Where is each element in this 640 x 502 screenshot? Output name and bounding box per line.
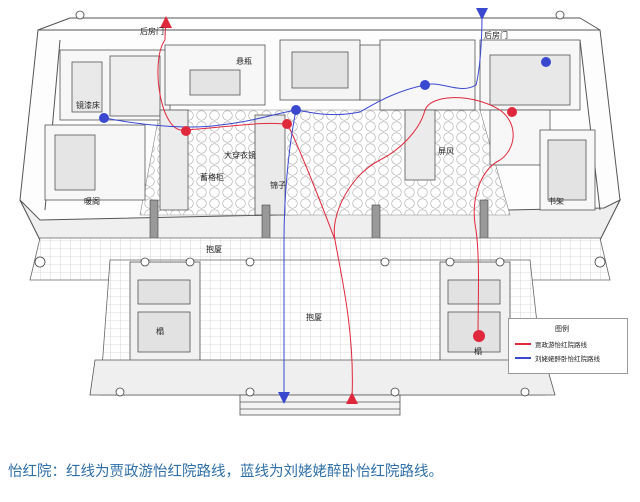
red-swatch xyxy=(515,343,531,345)
interior-floor xyxy=(139,109,511,216)
right-wing xyxy=(439,261,511,363)
legend-red-row: 贾政游怡红院路线 xyxy=(515,339,587,349)
label-bookcase: 书架 xyxy=(548,197,564,206)
label-kang-left: 榻 xyxy=(156,327,164,336)
label-jingzi: 锦子 xyxy=(270,181,286,190)
label-warm-room: 暖阁 xyxy=(84,197,100,206)
legend-title: 图例 xyxy=(555,325,569,333)
blue-markers xyxy=(99,8,551,404)
legend-blue-label: 刘姥姥醉卧怡红院路线 xyxy=(535,355,600,363)
label-screen-right: 屏风 xyxy=(438,147,454,156)
blue-route-path xyxy=(104,14,483,398)
floor-plan-diagram: 后房门 后房门 悬瓶 镜漆床 大穿衣镜 蓄格柜 书架 暖阁 锦子 屏风 抱厦 抱… xyxy=(19,8,628,416)
label-back-door-right: 后房门 xyxy=(484,31,508,40)
label-huge-cabinet: 蓄格柜 xyxy=(200,173,224,182)
blue-swatch xyxy=(515,357,531,359)
wall-posts xyxy=(34,10,606,397)
left-wing xyxy=(129,261,201,363)
label-big-mirror: 大穿衣镜 xyxy=(224,151,256,160)
label-screen-back: 悬瓶 xyxy=(236,57,252,66)
legend-red-label: 贾政游怡红院路线 xyxy=(535,341,587,349)
legend-box: 图例 贾政游怡红院路线 刘姥姥醉卧怡红院路线 xyxy=(508,318,628,374)
label-kang-right: 榻 xyxy=(474,347,482,356)
figure-caption: 怡红院：红线为贾政游怡红院路线，蓝线为刘姥姥醉卧怡红院路线。 xyxy=(8,464,443,480)
floor-plan-svg xyxy=(19,8,622,416)
label-courtyard: 抱厦 xyxy=(306,313,322,322)
left-chambers xyxy=(44,44,266,211)
red-markers xyxy=(160,16,517,404)
legend-blue-row: 刘姥姥醉卧怡红院路线 xyxy=(515,353,600,363)
label-back-door-left: 后房门 xyxy=(140,27,164,36)
label-qiyang-bed: 镜漆床 xyxy=(76,101,100,110)
label-corridor: 抱厦 xyxy=(206,245,222,254)
front-wall xyxy=(89,359,556,416)
